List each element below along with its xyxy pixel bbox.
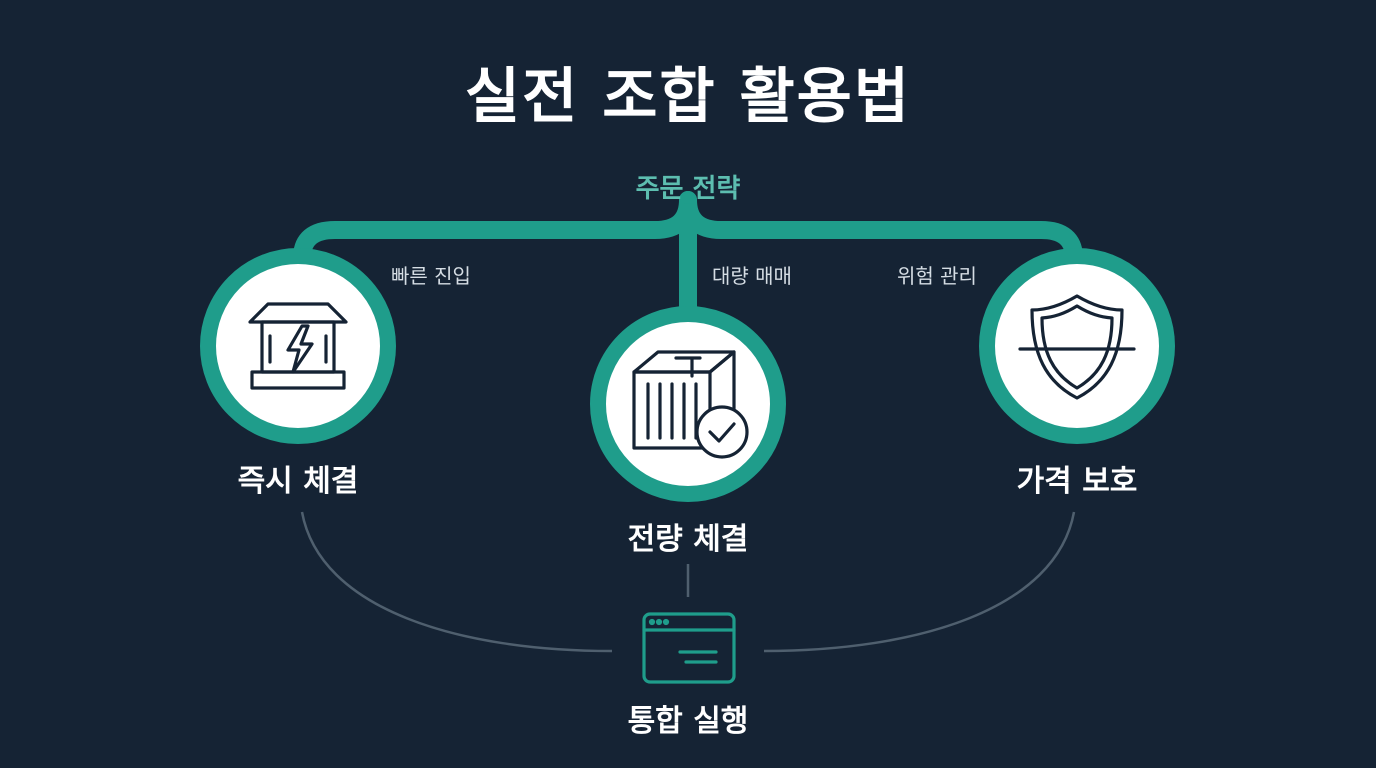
node-instant: [200, 248, 396, 444]
connector-left: [293, 191, 697, 267]
merge-connectors: [300, 511, 1076, 653]
node-instant-ring: [200, 248, 396, 444]
browser-window-icon: [642, 612, 736, 684]
node-volume-ring: [590, 306, 786, 502]
merge-curve-left: [300, 511, 613, 653]
root-label: 주문 전략: [635, 174, 741, 204]
merge-node: [642, 612, 736, 684]
merge-curve-right: [763, 511, 1076, 653]
node-label-price: 가격 보호: [1016, 464, 1138, 499]
node-label-volume: 전량 체결: [627, 522, 749, 557]
merge-label: 통합 실행: [627, 704, 749, 739]
edge-label-instant: 빠른 진입: [391, 264, 471, 288]
branch-connectors: [293, 191, 1083, 321]
edge-label-price: 위험 관리: [897, 264, 977, 288]
node-price-ring: [979, 248, 1175, 444]
node-price: [979, 248, 1175, 444]
page-title: 실전 조합 활용법: [464, 62, 912, 132]
edge-label-volume: 대량 매매: [712, 264, 792, 288]
node-volume: [590, 306, 786, 502]
container-check-icon: [632, 350, 749, 459]
connector-right: [679, 191, 1083, 267]
node-label-instant: 즉시 체결: [237, 464, 359, 499]
shield-icon: [1018, 294, 1136, 400]
lightning-fuse-icon: [248, 302, 348, 390]
